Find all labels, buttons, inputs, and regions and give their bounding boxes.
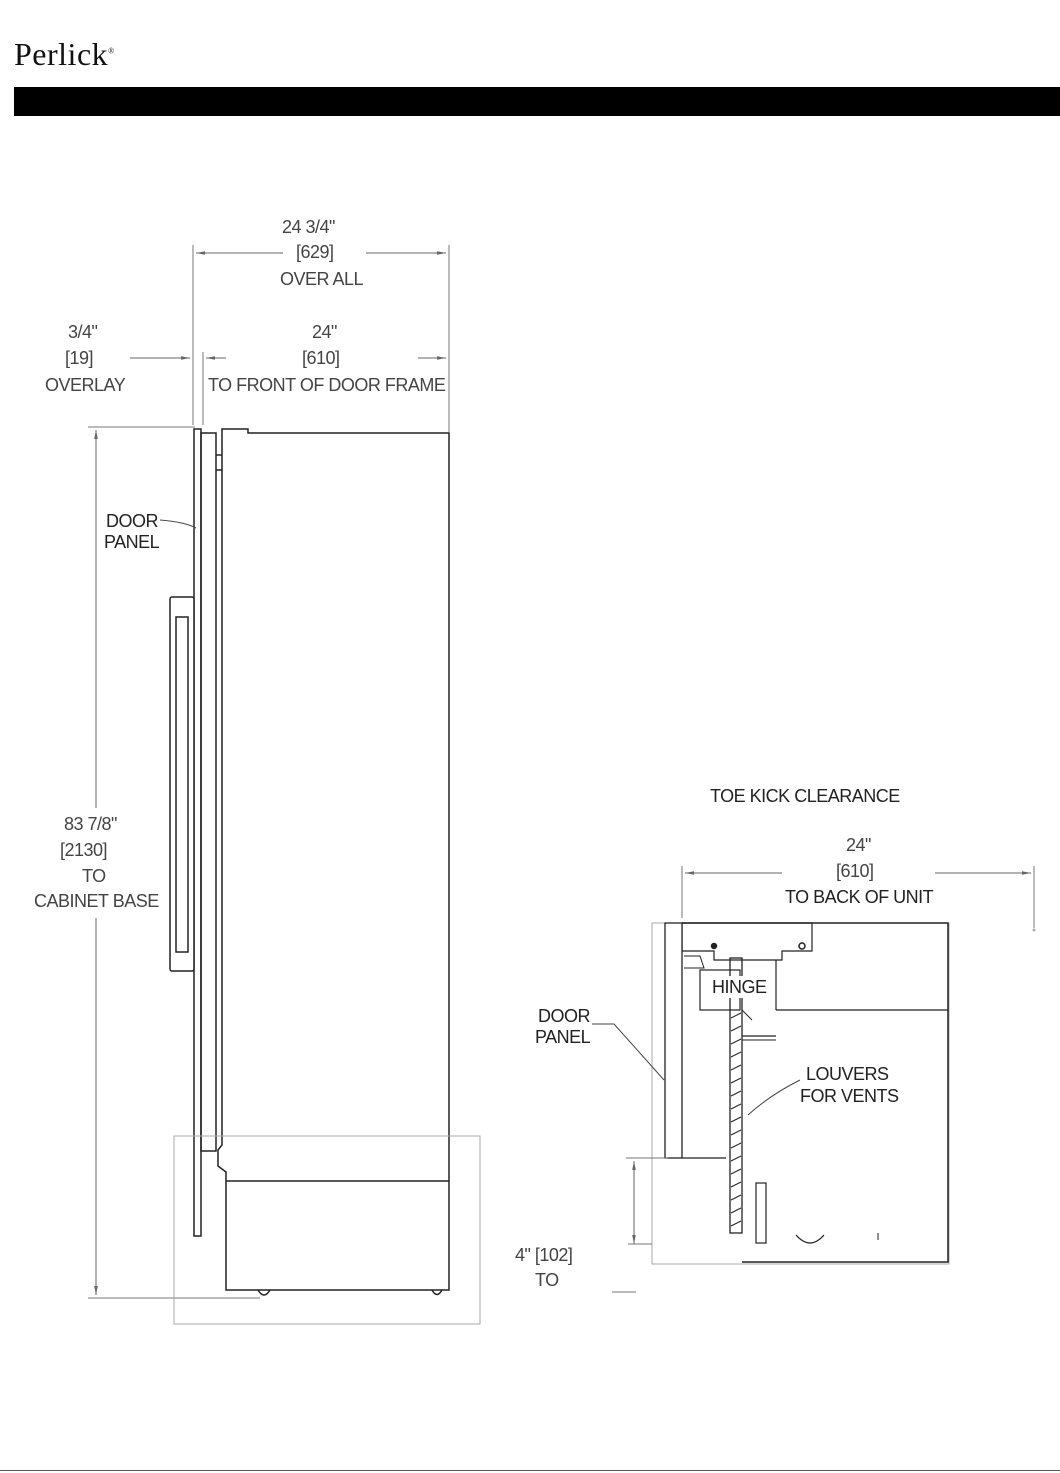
louver-ticks bbox=[730, 1012, 742, 1227]
louver-slat bbox=[730, 1220, 742, 1227]
toe-kick-title: TOE KICK CLEARANCE bbox=[710, 786, 900, 806]
side-view-drawing bbox=[88, 245, 450, 1299]
louver-slat bbox=[730, 1012, 742, 1019]
louvers-label-line2: FOR VENTS bbox=[800, 1086, 899, 1106]
door-panel-label-line2: PANEL bbox=[104, 532, 160, 552]
door-panel-label-line1: DOOR bbox=[106, 511, 159, 531]
header-bar bbox=[14, 87, 1060, 116]
louver-slat bbox=[730, 1090, 742, 1097]
louver-slat bbox=[730, 1168, 742, 1175]
toe-depth-imperial: 24" bbox=[846, 835, 871, 855]
overall-width-caption: OVER ALL bbox=[280, 269, 364, 289]
toe-depth-caption: TO BACK OF UNIT bbox=[785, 887, 934, 907]
perlick-logo: Perlick® bbox=[14, 36, 115, 72]
frame-depth-caption: TO FRONT OF DOOR FRAME bbox=[208, 375, 446, 395]
louver-slat bbox=[730, 1025, 742, 1032]
frame-depth-imperial: 24" bbox=[312, 322, 337, 342]
toe-height-caption: TO bbox=[535, 1270, 559, 1290]
frame-depth-metric: [610] bbox=[302, 348, 340, 368]
louver-slat bbox=[730, 1064, 742, 1071]
toe-door-panel-line1: DOOR bbox=[538, 1006, 591, 1026]
toe-kick-zone-side bbox=[173, 1135, 481, 1325]
toe-depth-metric: [610] bbox=[836, 861, 874, 881]
overall-width-metric: [629] bbox=[296, 242, 334, 262]
height-metric: [2130] bbox=[60, 840, 108, 860]
louver-slat bbox=[730, 1038, 742, 1045]
louver-slat bbox=[730, 1181, 742, 1188]
louver-slat bbox=[730, 1207, 742, 1214]
overlay-metric: [19] bbox=[65, 348, 94, 368]
height-caption-base: CABINET BASE bbox=[34, 891, 159, 911]
toe-door-panel-line2: PANEL bbox=[535, 1027, 591, 1047]
toe-height-value: 4" [102] bbox=[515, 1245, 573, 1265]
louver-slat bbox=[730, 1077, 742, 1084]
height-imperial: 83 7/8" bbox=[64, 814, 117, 834]
footer-rule bbox=[0, 1470, 1060, 1471]
louvers-label-line1: LOUVERS bbox=[806, 1064, 889, 1084]
louver-slat bbox=[730, 1142, 742, 1149]
louver-slat bbox=[730, 1103, 742, 1110]
louver-slat bbox=[730, 1155, 742, 1162]
louver-slat bbox=[730, 1051, 742, 1058]
louver-slat bbox=[730, 1116, 742, 1123]
overall-width-imperial: 24 3/4" bbox=[282, 217, 335, 237]
toe-kick-drawing bbox=[651, 922, 950, 1265]
hinge-label: HINGE bbox=[710, 976, 769, 998]
overlay-caption: OVERLAY bbox=[45, 375, 126, 395]
louver-slat bbox=[730, 1129, 742, 1136]
overlay-imperial: 3/4" bbox=[68, 322, 98, 342]
louver-slat bbox=[730, 1194, 742, 1201]
height-caption-to: TO bbox=[82, 866, 106, 886]
